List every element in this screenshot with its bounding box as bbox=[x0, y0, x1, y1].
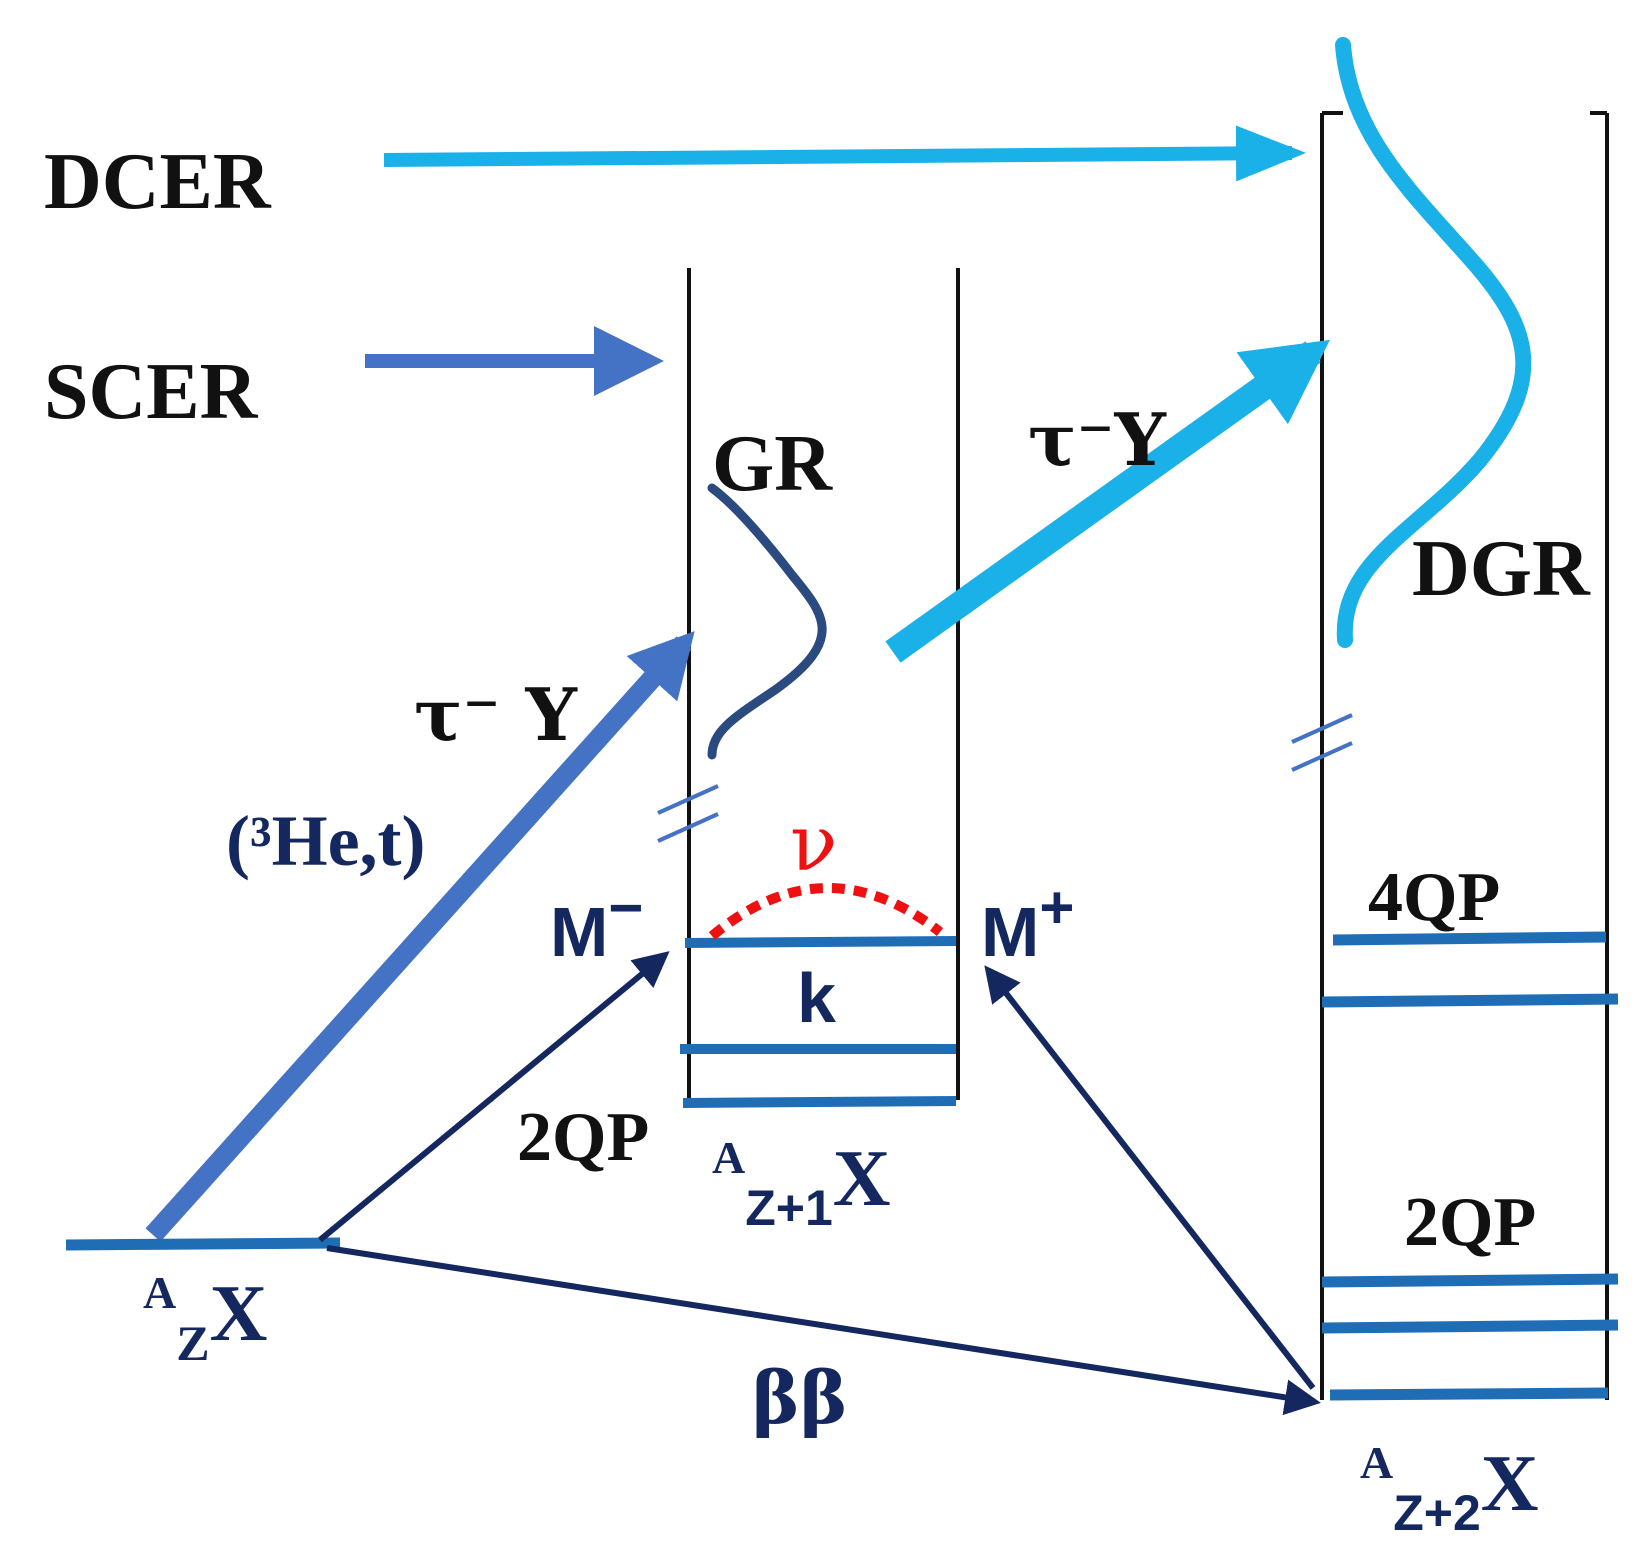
k-label: k bbox=[797, 959, 836, 1037]
intermediate-z: Z+1 bbox=[745, 1180, 833, 1236]
final-nucleus-label: AZ+2X bbox=[1360, 1437, 1539, 1541]
parent-to-m-minus-arrow bbox=[318, 951, 670, 1243]
intermediate-x: X bbox=[833, 1135, 891, 1223]
dgr-resonance-curve bbox=[1335, 37, 1532, 648]
final-level-4qp-lower bbox=[1321, 993, 1619, 1008]
parent-a: A bbox=[143, 1267, 176, 1318]
he3t-label: (³He,t) bbox=[226, 801, 425, 881]
gr-to-dgr-arrow bbox=[885, 339, 1330, 663]
mid-level-bottom bbox=[682, 1096, 957, 1108]
final-axis-break bbox=[1291, 713, 1353, 772]
intermediate-a: A bbox=[712, 1132, 745, 1183]
dcer-label: DCER bbox=[44, 138, 272, 226]
gr-label: GR bbox=[712, 420, 833, 508]
dcer-arrow bbox=[383, 125, 1306, 182]
parent-z: Z bbox=[176, 1315, 209, 1371]
neutrino-exchange-arc bbox=[708, 883, 944, 940]
m-minus-label: M− bbox=[550, 874, 643, 971]
intermediate-nucleus-label: AZ+1X bbox=[712, 1132, 891, 1236]
m-plus-base: M bbox=[981, 893, 1039, 971]
m-minus-sign: − bbox=[608, 874, 643, 941]
beta-beta-label: ββ bbox=[752, 1355, 848, 1440]
tau-y-lower-label: τ⁻ Y bbox=[414, 672, 579, 757]
final-z: Z+2 bbox=[1393, 1485, 1481, 1541]
double-beta-arrow bbox=[326, 1245, 1321, 1416]
final-level-4qp-upper bbox=[1332, 931, 1607, 946]
parent-x: X bbox=[210, 1270, 268, 1358]
final-to-m-plus-arrow bbox=[984, 965, 1316, 1390]
parent-nucleus-label: AZX bbox=[143, 1267, 267, 1371]
mid-level-m-minus bbox=[684, 936, 957, 948]
gr-resonance-curve bbox=[707, 483, 827, 760]
final-a: A bbox=[1360, 1437, 1393, 1488]
scer-label: SCER bbox=[44, 348, 259, 436]
dgr-label: DGR bbox=[1412, 525, 1591, 613]
final-x: X bbox=[1481, 1440, 1539, 1528]
qp4-label: 4QP bbox=[1368, 859, 1500, 936]
m-minus-base: M bbox=[550, 893, 608, 971]
nu-label: ν bbox=[790, 799, 837, 889]
final-ground-level bbox=[1329, 1387, 1609, 1401]
final-level-2qp-upper bbox=[1321, 1273, 1619, 1288]
parent-to-gr-arrow bbox=[145, 631, 695, 1242]
final-level-2qp-lower bbox=[1321, 1319, 1619, 1334]
qp2-mid-label: 2QP bbox=[517, 1099, 649, 1176]
m-plus-sign: + bbox=[1039, 874, 1074, 941]
qp2-right-label: 2QP bbox=[1404, 1184, 1536, 1261]
mid-axis-break bbox=[657, 784, 719, 843]
parent-ground-level bbox=[65, 1237, 341, 1251]
m-plus-label: M+ bbox=[981, 874, 1074, 971]
tau-y-upper-label: τ⁻Y bbox=[1028, 397, 1167, 482]
